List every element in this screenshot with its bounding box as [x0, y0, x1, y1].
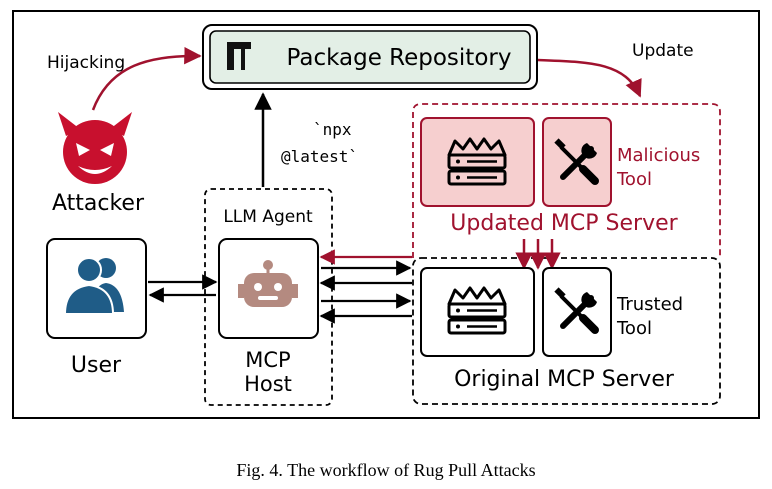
figure-caption: Fig. 4. The workflow of Rug Pull Attacks — [236, 460, 535, 480]
trusted-tool-label-line2: Tool — [616, 318, 652, 339]
mcp-host-label-line2: Host — [244, 372, 292, 396]
tools-icon — [554, 287, 599, 334]
original-server-label: Original MCP Server — [454, 367, 675, 392]
attacker-label: Attacker — [52, 191, 145, 216]
original-server-box — [412, 257, 721, 405]
tools-icon — [554, 138, 599, 185]
package-repository: Package Repository — [202, 24, 538, 90]
npx-label-line2: @latest` — [281, 147, 358, 166]
original-server-icon-box — [420, 267, 535, 357]
user-group-icon — [63, 257, 124, 315]
package-repository-label: Package Repository — [287, 45, 512, 71]
updated-server-box — [412, 103, 721, 258]
server-icon — [447, 286, 507, 335]
update-label: Update — [632, 41, 694, 61]
mcp-host-label-line1: MCP — [245, 348, 290, 372]
malicious-tool-label-line1: Malicious — [617, 145, 700, 166]
hijacking-arrow — [91, 46, 202, 111]
malicious-tool-label-line2: Tool — [616, 169, 652, 190]
trusted-tool-label-line1: Trusted — [616, 294, 683, 315]
figure-frame — [12, 10, 760, 419]
server-icon — [447, 137, 507, 186]
update-arrow — [537, 58, 642, 98]
user-label: User — [71, 353, 122, 378]
llm-agent-box — [204, 188, 333, 406]
robot-icon — [238, 260, 298, 307]
hijacking-label: Hijacking — [47, 53, 125, 73]
devil-icon — [58, 112, 132, 184]
llm-agent-label: LLM Agent — [223, 207, 313, 227]
updated-server-label: Updated MCP Server — [450, 211, 678, 236]
package-repo-icon — [227, 42, 251, 70]
npx-label-line1: `npx — [313, 120, 352, 139]
